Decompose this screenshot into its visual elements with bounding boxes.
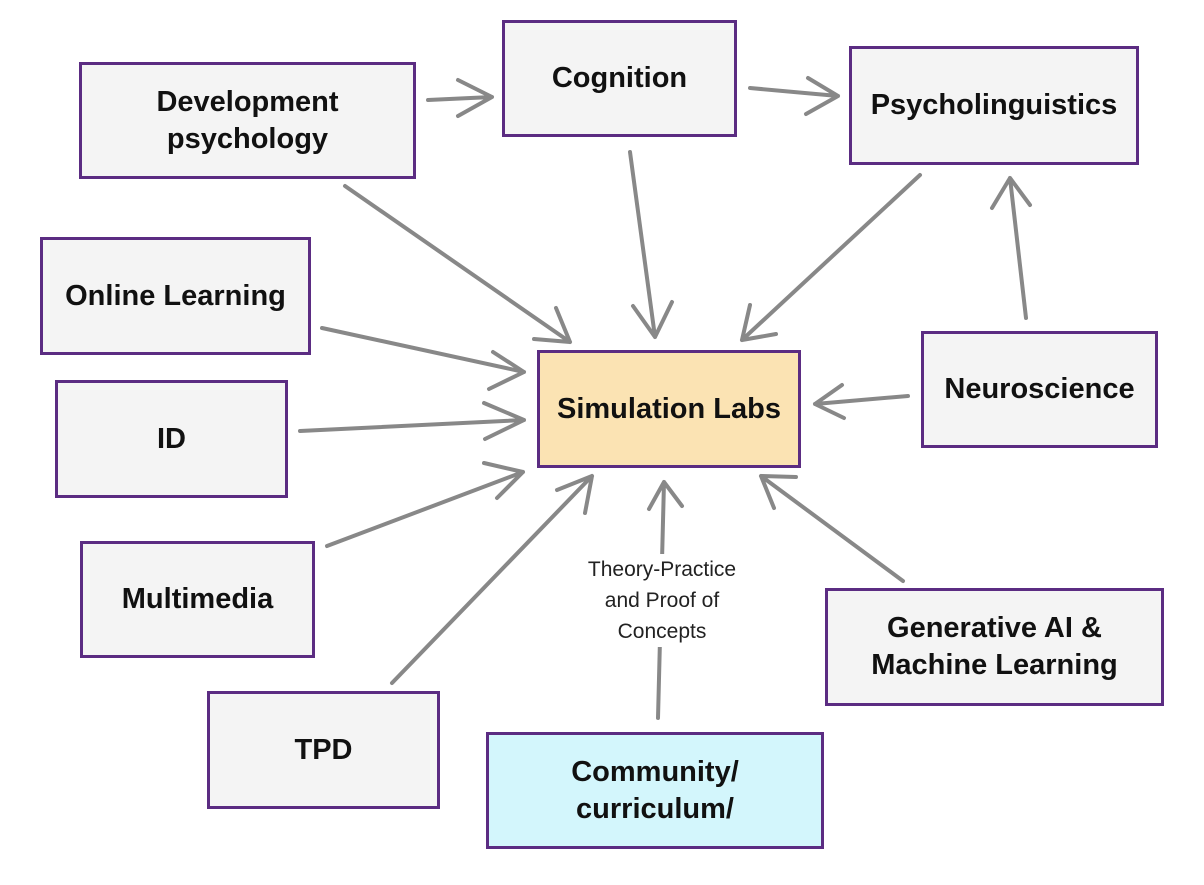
tpd-label: TPD	[294, 733, 353, 766]
generative-ai-box: Generative AI & Machine Learning	[825, 588, 1164, 706]
arrow-tpd-to-simlabs	[390, 474, 594, 685]
arrow-cognition-to-simlabs	[628, 150, 674, 339]
arrow-neuroscience-to-simlabs	[813, 383, 910, 420]
generative-ai-label: Generative AI & Machine Learning	[871, 612, 1118, 681]
arrow-neuroscience-to-psycholinguistics	[990, 176, 1032, 320]
arrow-psycholing-to-simlabs	[740, 173, 922, 342]
arrow-id-to-simlabs	[298, 401, 526, 441]
online-learning-box: Online Learning	[40, 237, 311, 355]
online-learning-label: Online Learning	[65, 279, 286, 312]
psycholinguistics-box: Psycholinguistics	[849, 46, 1139, 165]
psycholinguistics-label: Psycholinguistics	[870, 89, 1118, 121]
community-curriculum-box: Community/ curriculum/	[486, 732, 824, 849]
arrow-devpsych-to-simlabs	[343, 184, 572, 344]
arrow-cognition-to-psycholinguistics	[748, 76, 840, 116]
tpd-box: TPD	[207, 691, 440, 809]
arrow-genai-to-simlabs	[759, 474, 905, 583]
community-curriculum-label: Community/ curriculum/	[571, 755, 739, 825]
development-psychology-label: Development psychology	[156, 85, 339, 155]
cognition-label: Cognition	[551, 62, 688, 94]
id-box: ID	[55, 380, 288, 498]
arrow-online-to-simlabs	[320, 326, 526, 391]
id-label: ID	[157, 422, 186, 455]
multimedia-box: Multimedia	[80, 541, 315, 658]
neuroscience-label: Neuroscience	[944, 373, 1135, 405]
neuroscience-box: Neuroscience	[921, 331, 1158, 448]
simulation-labs-label: Simulation Labs	[557, 392, 781, 425]
development-psychology-box: Development psychology	[79, 62, 416, 179]
cognition-box: Cognition	[502, 20, 737, 137]
arrow-devpsych-to-cognition	[426, 78, 494, 118]
arrow-multimedia-to-simlabs	[325, 461, 525, 548]
simulation-labs-box: Simulation Labs	[537, 350, 801, 468]
theory-practice-label: Theory-Practice and Proof of Concepts	[556, 554, 768, 647]
multimedia-label: Multimedia	[121, 583, 274, 615]
